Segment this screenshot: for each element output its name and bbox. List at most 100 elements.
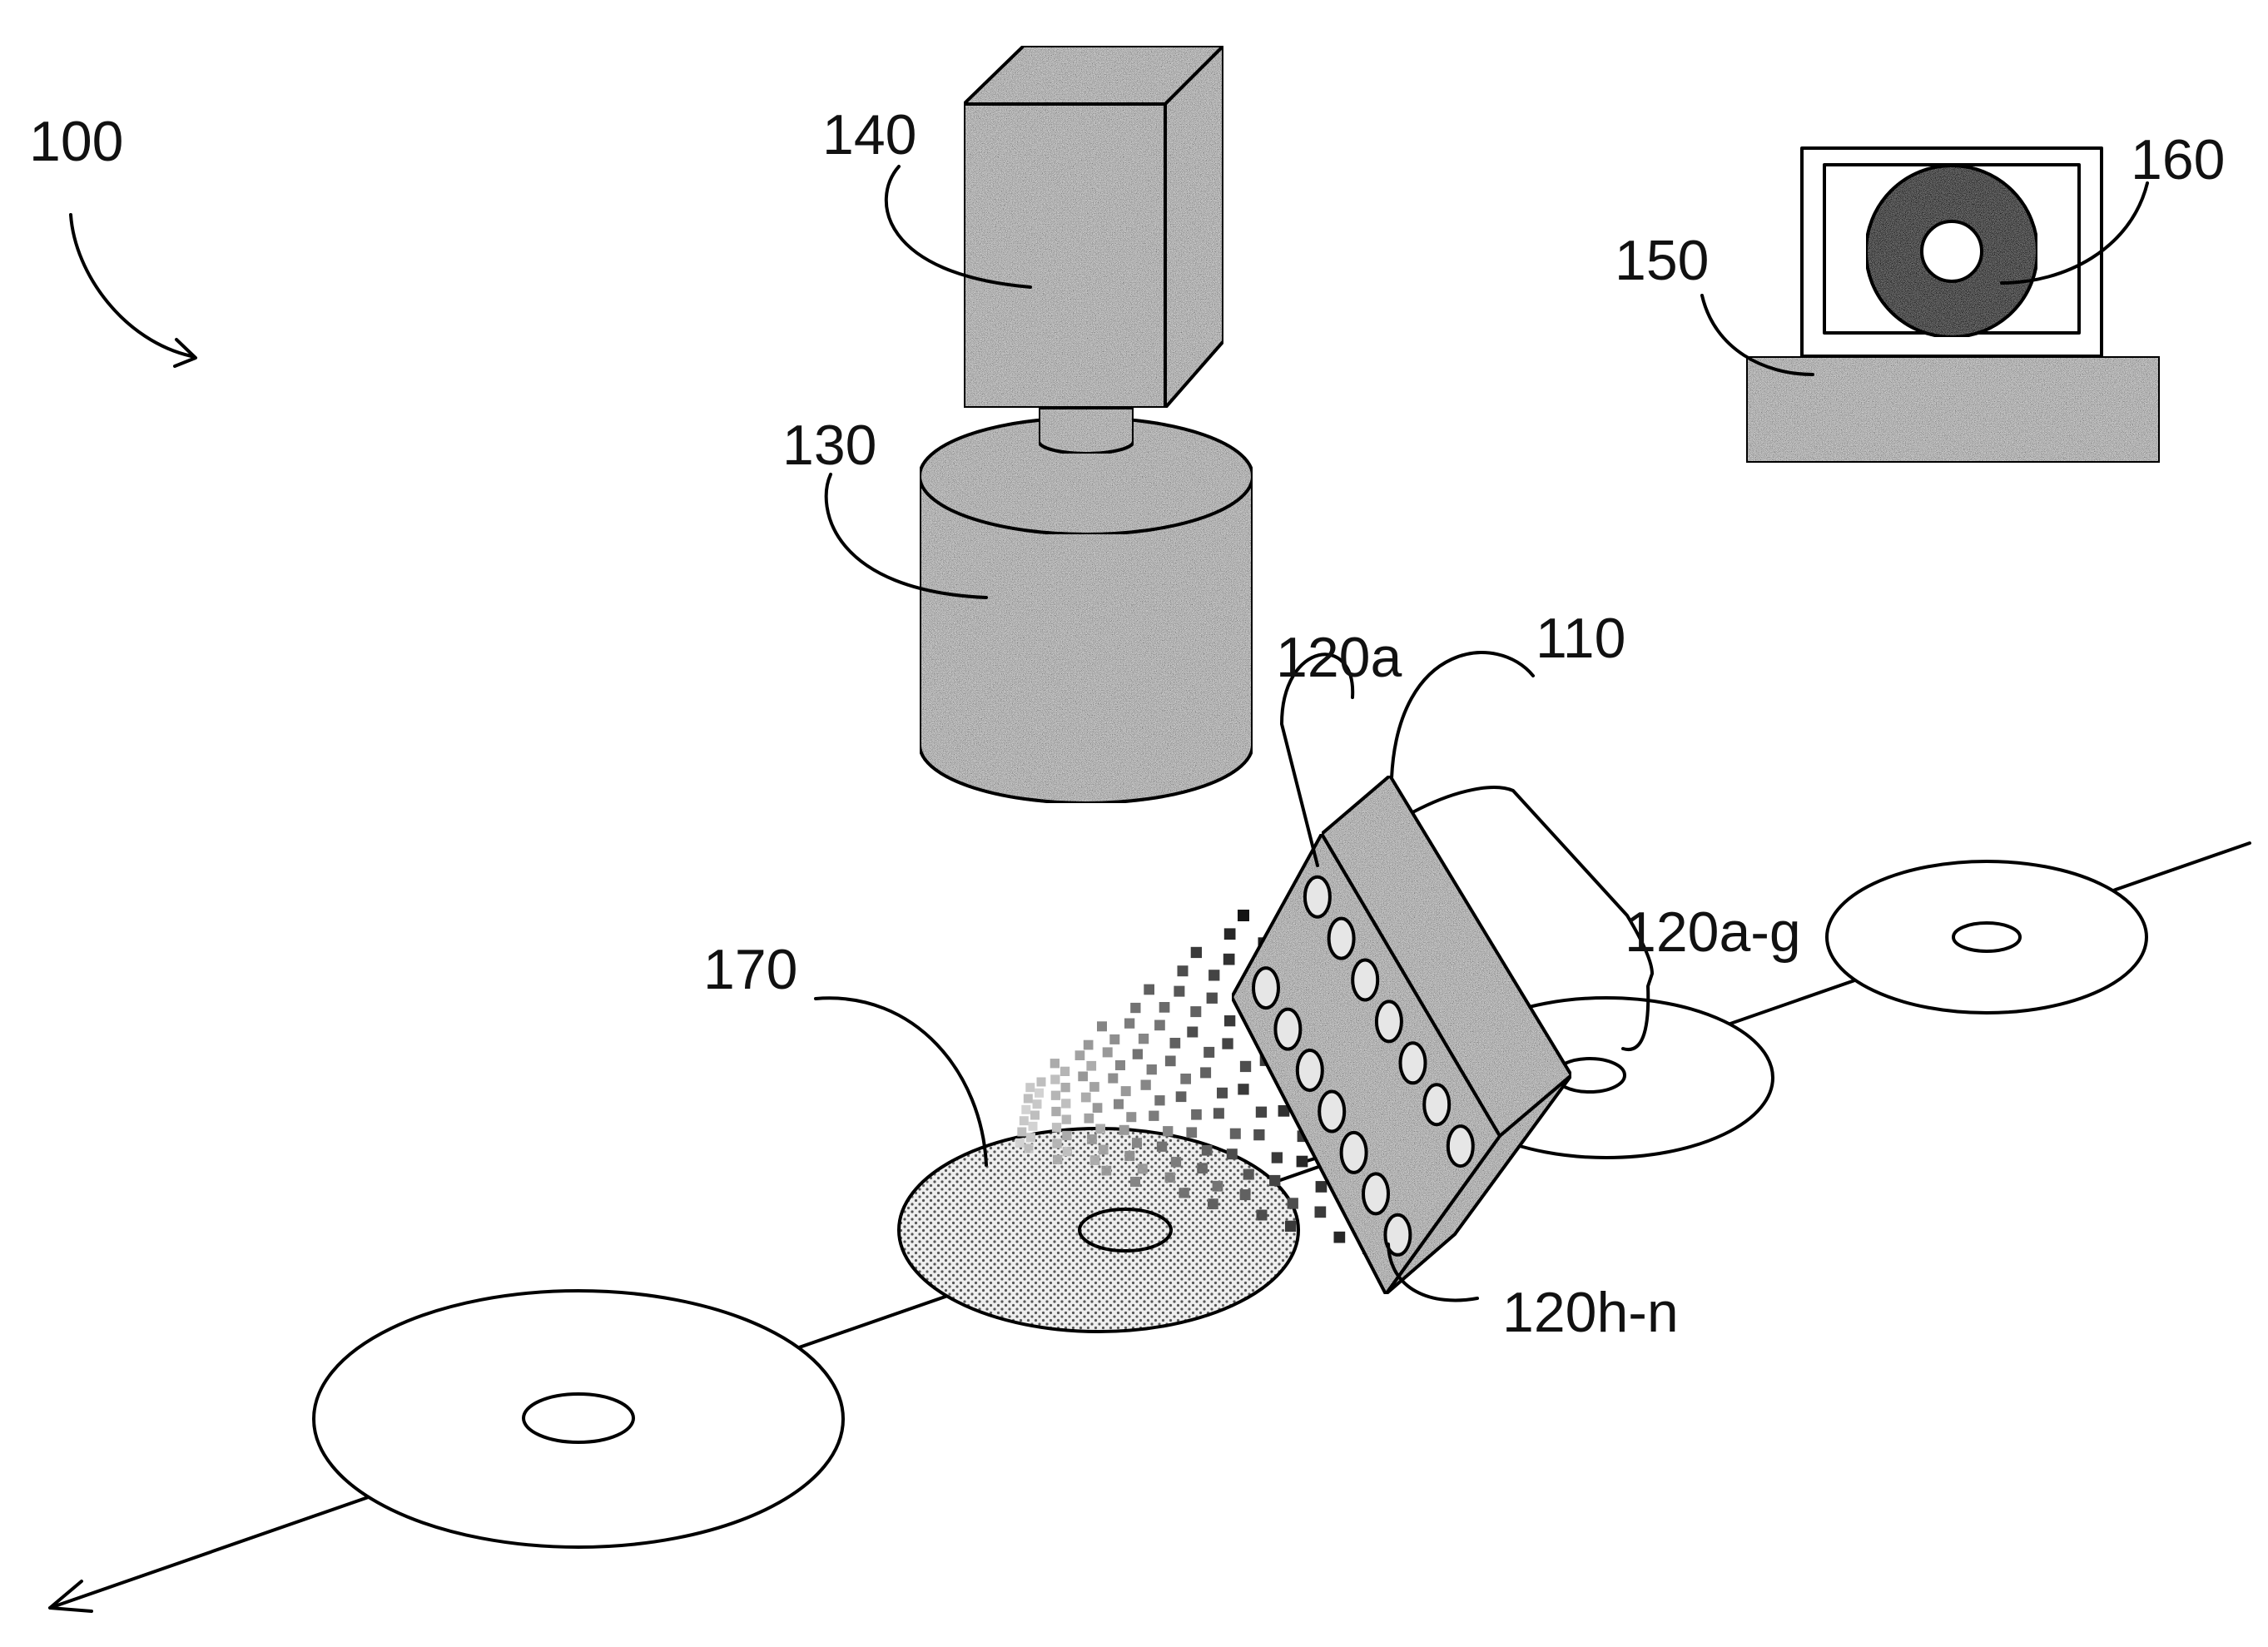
led-light-source [1342,1133,1367,1173]
beam-square [1025,1144,1034,1153]
disc-hole [1953,923,2020,951]
beam-square [1061,1099,1070,1108]
beam-square [1208,970,1219,980]
label-disc-image: 160 [2131,128,2225,191]
beam-square [1086,1061,1096,1071]
led-light-source [1352,960,1377,1000]
label-illuminated-disc: 170 [703,938,797,1001]
label-light-source-a: 120a [1276,626,1402,689]
beam-square [1097,1021,1107,1031]
beam-square [1238,1084,1248,1094]
beam-square [1149,1111,1159,1121]
beam-square [1207,993,1218,1004]
beam-square [1297,1156,1308,1168]
beam-square [1050,1074,1060,1084]
beam-square [1203,1047,1214,1058]
disc-far-right [1827,861,2146,1013]
beam-square [1208,1198,1218,1209]
beam-square [1163,1126,1173,1136]
beam-square [1171,1157,1181,1167]
beam-square [1108,1074,1118,1084]
beam-square [1093,1103,1103,1113]
beam-square [1130,1177,1140,1187]
beam-square [1154,1095,1164,1105]
label-light-unit: 110 [1536,607,1625,670]
beam-square [1121,1086,1131,1096]
led-light-source [1401,1043,1426,1083]
disc-bottom-left [314,1291,843,1547]
beam-square [1084,1114,1094,1124]
led-light-source [1363,1173,1388,1213]
beam-square [1024,1094,1033,1104]
beam-square [1224,928,1236,940]
beam-square [1015,1139,1025,1148]
beam-square [1197,1163,1208,1173]
beam-square [1144,985,1154,995]
label-system: 100 [29,110,123,173]
beam-square [1224,1015,1235,1026]
beam-square [1138,1163,1148,1173]
disc-hole [1079,1209,1171,1251]
beam-square [1191,1109,1202,1120]
beam-square [1115,1060,1125,1070]
beam-square [1060,1067,1069,1076]
beam-square [1053,1155,1062,1164]
disc-image-hole [1922,221,1982,281]
beam-square [1154,1020,1165,1031]
camera [964,46,1223,408]
led-light-source [1305,877,1330,917]
beam-square [1316,1181,1328,1193]
beam-square [1126,1112,1136,1122]
beam-square [1257,1210,1268,1221]
computer [1746,148,2160,463]
beam-square [1159,1002,1170,1013]
beam-square [1179,1188,1189,1198]
beam-square [1030,1111,1040,1120]
beam-square [1174,986,1184,997]
beam-square [1186,1127,1197,1138]
led-light-source [1275,1010,1300,1049]
beam-square [1202,1145,1213,1156]
led-light-source [1377,1001,1402,1041]
beam-square [1269,1175,1280,1186]
beam-square [1114,1099,1124,1109]
beam-square [1051,1107,1060,1116]
beam-square [1033,1099,1042,1109]
beam-square [1165,1056,1176,1067]
led-light-source [1329,919,1354,959]
beam-square [1075,1050,1085,1060]
beam-square [1190,1006,1201,1017]
beam-square [1132,1138,1142,1148]
label-light-sources-h-n: 120h-n [1502,1281,1679,1344]
camera-front [964,104,1165,408]
beam-square [1256,1107,1267,1118]
beam-square [1061,1083,1070,1092]
beam-square [1178,965,1189,976]
leader-100 [71,215,191,356]
beam-square [1141,1080,1151,1090]
beam-square [1191,947,1202,958]
beam-square [1217,1088,1228,1099]
beam-square [1285,1221,1296,1232]
beam-square [1130,1003,1140,1013]
beam-square [1223,954,1235,965]
led-light-source [1424,1084,1449,1124]
beam-square [1240,1189,1251,1200]
beam-square [1180,1074,1191,1084]
beam-square [1020,1116,1029,1125]
beam-square [1026,1133,1035,1142]
label-computer: 150 [1615,229,1709,292]
beam-square [1099,1145,1109,1155]
beam-square [1243,1169,1254,1180]
beam-square [1052,1123,1061,1132]
label-lens: 130 [782,414,876,477]
label-camera: 140 [822,103,916,166]
beam-square [1119,1125,1129,1135]
label-light-sources-a-g: 120a-g [1625,900,1801,964]
beam-square [1103,1047,1113,1057]
computer-base [1746,356,2160,463]
led-light-source [1448,1126,1473,1166]
beam-square [1037,1078,1046,1087]
beam-square [1025,1083,1035,1092]
